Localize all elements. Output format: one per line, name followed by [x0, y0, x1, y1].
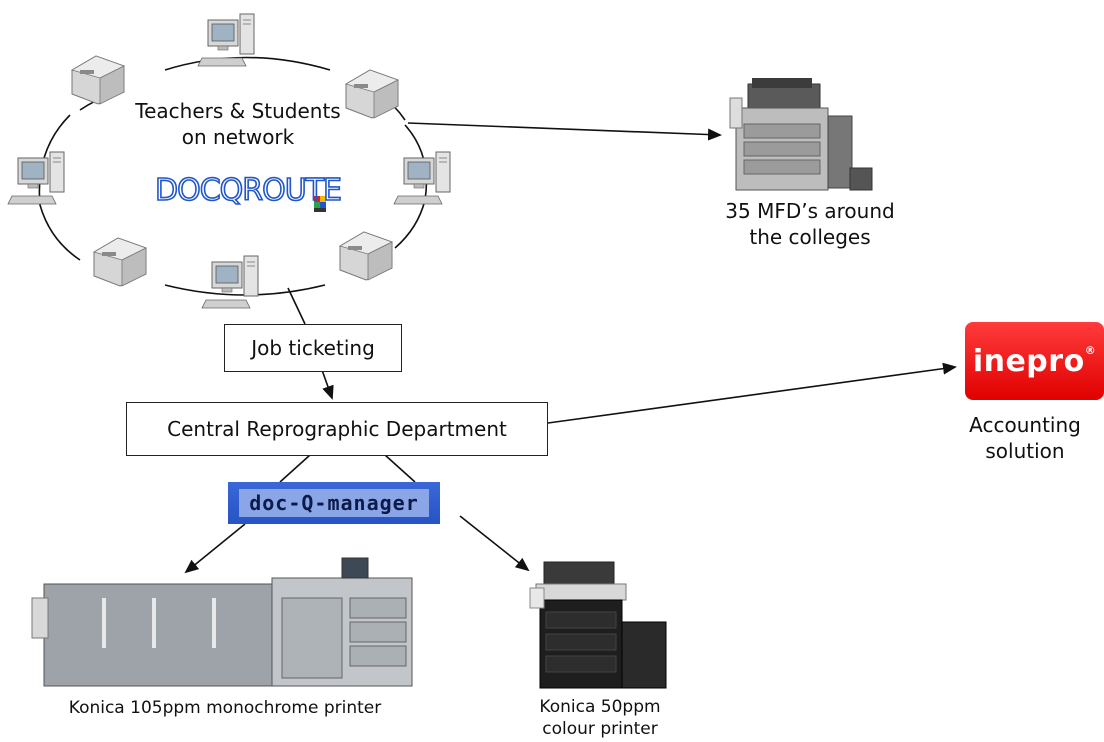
arrow-central-to-inepro [547, 362, 957, 424]
computer-icon [7, 151, 65, 205]
doc-q-manager-logo: doc-Q-manager [228, 482, 440, 524]
colour-printer-label-line2: colour printer [542, 719, 658, 739]
colour-printer-label-line1: Konica 50ppm [539, 697, 661, 717]
network-label: Teachers & Students on network [118, 98, 358, 150]
laser-printer-icon [339, 231, 393, 281]
arrow-network-to-mfd [407, 122, 722, 141]
mfd-label: 35 MFD’s around the colleges [700, 198, 920, 250]
inepro-logo-text: inepro [972, 343, 1085, 379]
inepro-logo: inepro® [965, 322, 1104, 400]
mono-printer-label-text: Konica 105ppm monochrome printer [68, 698, 382, 718]
doc-q-manager-logo-text: doc-Q-manager [239, 489, 429, 517]
computer-icon [393, 151, 451, 205]
docqroute-mark-icon [314, 196, 326, 212]
docqroute-logo: DOCQROUTE [154, 172, 343, 209]
network-label-line2: on network [181, 125, 295, 149]
docqroute-logo-text: DOCQROUTE [155, 173, 341, 208]
mfd-label-line2: the colleges [749, 225, 871, 249]
colour-printer-label: Konica 50ppm colour printer [520, 696, 680, 740]
registered-mark-icon: ® [1084, 343, 1097, 357]
laser-printer-icon [71, 55, 125, 105]
central-reprographic-box: Central Reprographic Department [126, 402, 548, 456]
mono-printer-label: Konica 105ppm monochrome printer [30, 697, 420, 719]
accounting-label: Accounting solution [950, 412, 1100, 464]
arrow-docq-to-colour [459, 515, 530, 572]
accounting-label-line2: solution [985, 439, 1065, 463]
mfd-copier-image [729, 78, 873, 191]
job-ticketing-label: Job ticketing [251, 336, 375, 360]
laser-printer-icon [93, 237, 147, 287]
job-ticketing-box: Job ticketing [224, 324, 402, 372]
network-ring-arc-top [164, 56, 331, 71]
computer-icon [201, 255, 259, 309]
network-ring-arc-left [38, 114, 81, 261]
arrow-docq-to-mono [184, 523, 246, 574]
mfd-label-line1: 35 MFD’s around [725, 199, 895, 223]
network-label-line1: Teachers & Students [135, 99, 341, 123]
connector-central-to-docq-left [279, 454, 311, 483]
connector-network-to-ticketing [287, 287, 306, 325]
accounting-label-line1: Accounting [969, 413, 1081, 437]
mono-printer-image [31, 557, 413, 687]
connector-central-to-docq-right [384, 454, 416, 483]
central-reprographic-label: Central Reprographic Department [167, 417, 507, 441]
colour-printer-image [529, 561, 667, 689]
arrow-ticketing-to-central [321, 369, 334, 400]
